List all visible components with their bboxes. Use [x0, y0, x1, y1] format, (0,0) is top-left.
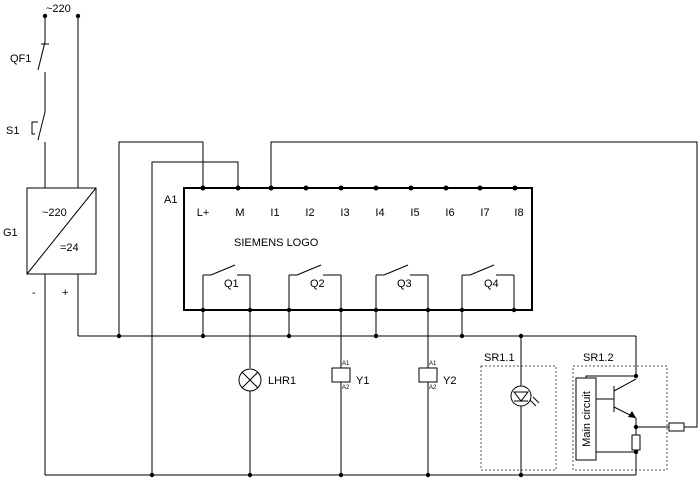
main-circuit-label: Main circuit	[581, 391, 593, 447]
controller-name: SIEMENS LOGO	[234, 237, 319, 249]
sensor-receiver-label: SR1.2	[583, 352, 614, 364]
output-q1: Q1	[202, 264, 251, 310]
output-q4: Q4	[461, 264, 515, 310]
output-q4-label: Q4	[484, 278, 499, 290]
breaker-label: QF1	[10, 53, 31, 65]
power-supply-g1: ~220 =24 G1 - +	[3, 187, 97, 475]
terminal-i2: I2	[305, 207, 314, 219]
output-wires	[200, 307, 524, 339]
sensor-emitter-label: SR1.1	[484, 352, 515, 364]
supply-voltage-label: ~220	[46, 3, 71, 15]
power-supply-output: =24	[60, 242, 79, 254]
sensor-receiver-sr1-2: SR1.2 Main circuit	[572, 336, 685, 475]
valve-y1-pin-bottom: A2	[342, 385, 350, 391]
terminal-l-plus: L+	[197, 207, 210, 219]
terminal-m: M	[235, 207, 244, 219]
terminal-i6: I6	[445, 207, 454, 219]
controller-terminals: L+ M I1 I2 I3 I4 I5 I6 I7 I8	[197, 185, 524, 219]
lamp-lhr1: LHR1	[238, 310, 296, 478]
power-supply-plus: +	[62, 287, 68, 299]
power-supply-minus: -	[32, 287, 36, 299]
lamp-label: LHR1	[268, 375, 296, 387]
sensor-emitter-sr1-1: SR1.1	[480, 336, 557, 478]
terminal-i4: I4	[375, 207, 384, 219]
switch-label: S1	[6, 125, 19, 137]
valve-y2: A1 A2 Y2	[418, 310, 456, 478]
valve-y1: A1 A2 Y1	[331, 310, 369, 478]
output-q1-label: Q1	[224, 278, 239, 290]
controller-label: A1	[164, 194, 177, 206]
output-q2-label: Q2	[310, 278, 325, 290]
terminal-i3: I3	[340, 207, 349, 219]
terminal-i5: I5	[410, 207, 419, 219]
breaker-qf1: QF1	[10, 41, 49, 112]
valve-y2-pin-top: A1	[429, 361, 437, 367]
terminal-i1: I1	[270, 207, 279, 219]
valve-y2-label: Y2	[443, 375, 456, 387]
terminal-i8: I8	[514, 207, 523, 219]
terminal-i7: I7	[480, 207, 489, 219]
supply-lines: ~220	[42, 3, 81, 188]
switch-s1: S1	[6, 111, 46, 188]
output-q2: Q2	[288, 264, 342, 310]
power-supply-input: ~220	[42, 207, 67, 219]
valve-y2-pin-bottom: A2	[429, 385, 437, 391]
power-supply-label: G1	[3, 227, 18, 239]
output-q3: Q3	[375, 264, 429, 310]
valve-y1-pin-top: A1	[342, 361, 350, 367]
valve-y1-label: Y1	[356, 375, 369, 387]
output-q3-label: Q3	[397, 278, 412, 290]
controller-a1: A1 SIEMENS LOGO L+ M I1 I2 I3 I4 I5 I6 I…	[164, 185, 533, 311]
